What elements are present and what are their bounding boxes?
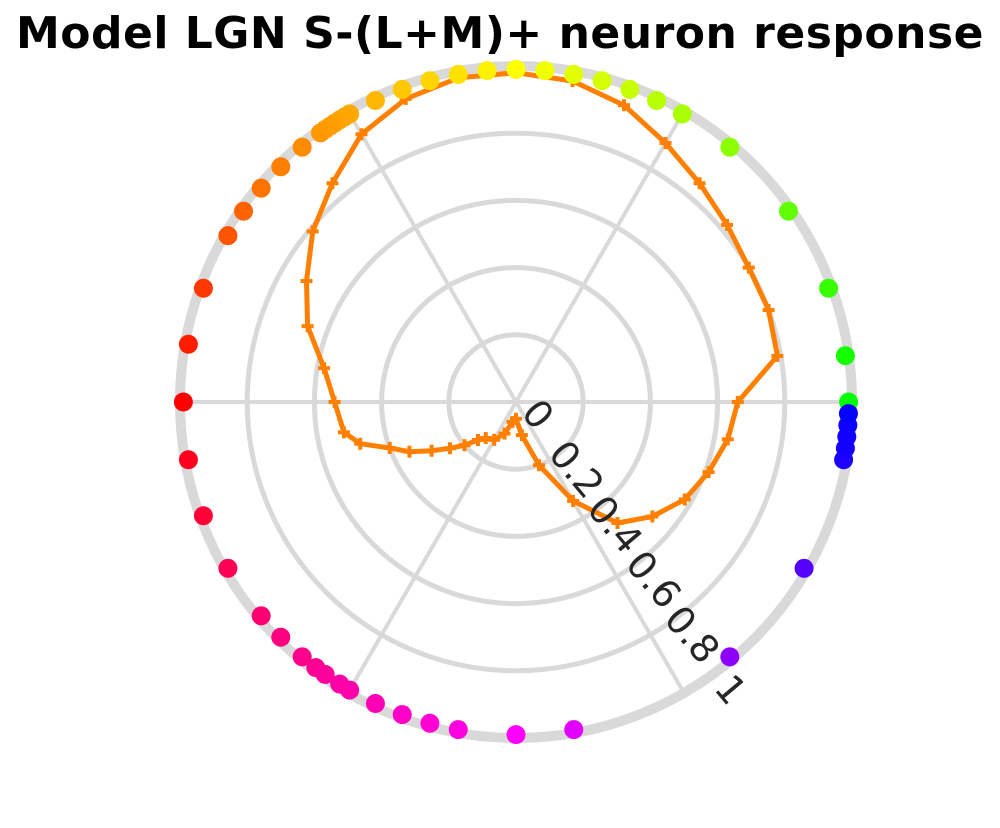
hue-marker <box>838 404 858 424</box>
response-point <box>567 494 580 507</box>
hue-marker <box>218 558 238 578</box>
hue-marker <box>271 627 291 647</box>
hue-marker <box>193 278 213 298</box>
hue-marker <box>794 558 814 578</box>
hue-marker <box>420 713 440 733</box>
hue-marker <box>477 61 497 81</box>
response-point <box>721 433 734 446</box>
hue-marker <box>178 450 198 470</box>
response-point <box>458 439 471 452</box>
response-point <box>403 445 416 458</box>
response-point <box>326 177 339 190</box>
hue-marker <box>720 647 740 667</box>
grid-spoke-300 <box>514 401 686 694</box>
hue-marker <box>564 64 584 84</box>
response-point <box>678 493 691 506</box>
hue-marker <box>292 647 312 667</box>
hue-marker <box>672 104 692 124</box>
hue-marker <box>315 664 335 684</box>
hue-marker <box>448 64 468 84</box>
response-point <box>354 437 367 450</box>
hue-marker <box>193 506 213 526</box>
response-point <box>515 429 528 442</box>
response-point <box>721 218 734 231</box>
grid-spoke-60 <box>514 110 686 404</box>
response-point <box>646 510 659 523</box>
response-point <box>443 442 456 455</box>
response-point <box>355 128 368 141</box>
hue-marker <box>251 178 271 198</box>
response-point <box>498 427 511 440</box>
hue-marker <box>564 720 584 740</box>
hue-marker <box>310 123 330 143</box>
response-point <box>510 412 522 425</box>
hue-marker <box>448 720 468 740</box>
response-point <box>742 261 755 274</box>
hue-marker <box>535 61 555 81</box>
hue-marker <box>251 606 271 626</box>
response-point <box>659 137 672 150</box>
response-point <box>300 275 313 288</box>
hue-marker <box>392 79 412 99</box>
chart-title: Model LGN S-(L+M)+ neuron response <box>16 8 984 59</box>
response-point <box>532 459 545 472</box>
hue-marker <box>173 392 193 412</box>
response-point <box>337 426 350 439</box>
hue-marker <box>506 725 526 745</box>
hue-marker <box>592 71 612 91</box>
response-point <box>618 99 631 112</box>
response-point <box>301 320 314 333</box>
hue-marker <box>778 201 798 221</box>
hue-marker <box>819 278 839 298</box>
hue-marker <box>340 680 360 700</box>
response-point <box>425 444 438 457</box>
response-point <box>611 516 624 529</box>
hue-markers <box>173 59 859 745</box>
response-point <box>771 349 784 362</box>
response-point <box>383 441 396 454</box>
response-point <box>702 466 715 479</box>
response-point <box>328 396 341 408</box>
hue-marker <box>178 334 198 354</box>
hue-marker <box>835 346 855 366</box>
hue-marker <box>218 226 238 246</box>
response-point <box>762 304 775 317</box>
hue-marker <box>647 91 667 111</box>
hue-marker <box>392 705 412 725</box>
grid-spoke-120 <box>346 110 518 404</box>
hue-marker <box>506 59 526 79</box>
hue-marker <box>292 137 312 157</box>
response-point <box>731 396 744 408</box>
response-point <box>693 177 706 190</box>
hue-marker <box>234 201 254 221</box>
hue-marker <box>271 157 291 177</box>
hue-marker <box>365 693 385 713</box>
hue-marker <box>365 91 385 111</box>
response-point <box>318 362 331 375</box>
response-line <box>304 70 780 526</box>
hue-marker <box>620 79 640 99</box>
hue-marker <box>420 71 440 91</box>
response-point <box>306 225 319 238</box>
response-point <box>488 433 501 446</box>
grid-spoke-240 <box>346 401 518 694</box>
hue-marker <box>720 137 740 157</box>
